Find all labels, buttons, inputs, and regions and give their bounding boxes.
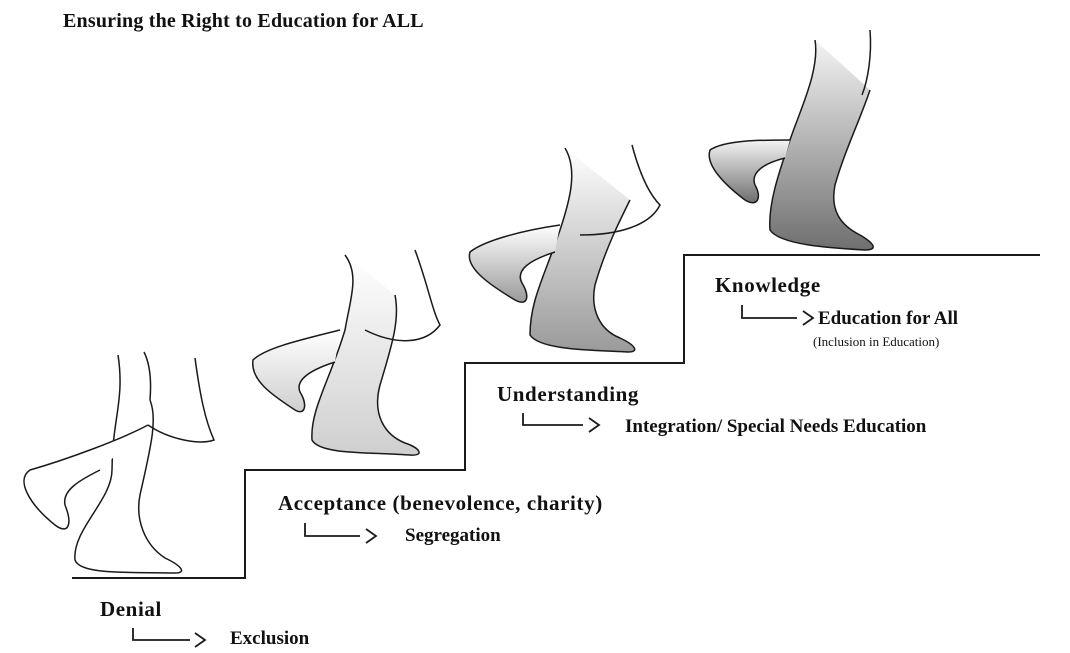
arrow-acceptance bbox=[304, 523, 378, 544]
legs-acceptance bbox=[252, 249, 441, 456]
stage-result: Exclusion bbox=[230, 628, 310, 649]
stage-understanding: Understanding Integration/ Special Needs… bbox=[497, 382, 926, 437]
stage-label: Acceptance (benevolence, charity) bbox=[278, 491, 603, 515]
stage-denial: Denial Exclusion bbox=[100, 597, 309, 649]
legs-denial bbox=[23, 351, 216, 574]
arrow-knowledge bbox=[741, 305, 815, 326]
arrow-denial bbox=[132, 628, 207, 648]
stage-result: Education for All bbox=[818, 308, 959, 329]
diagram-title: Ensuring the Right to Education for ALL bbox=[63, 10, 424, 32]
legs-understanding bbox=[468, 144, 661, 353]
stage-note: (Inclusion in Education) bbox=[813, 334, 940, 349]
stage-acceptance: Acceptance (benevolence, charity) Segreg… bbox=[278, 491, 603, 546]
stage-label: Knowledge bbox=[715, 273, 821, 297]
stage-label: Denial bbox=[100, 597, 162, 621]
stage-knowledge: Knowledge Education for All (Inclusion i… bbox=[715, 273, 958, 349]
stage-result: Segregation bbox=[405, 525, 501, 546]
stage-result: Integration/ Special Needs Education bbox=[625, 416, 927, 437]
stair-line bbox=[72, 254, 1040, 579]
stage-label: Understanding bbox=[497, 382, 640, 406]
arrow-understanding bbox=[522, 413, 601, 433]
legs-knowledge bbox=[708, 29, 874, 251]
